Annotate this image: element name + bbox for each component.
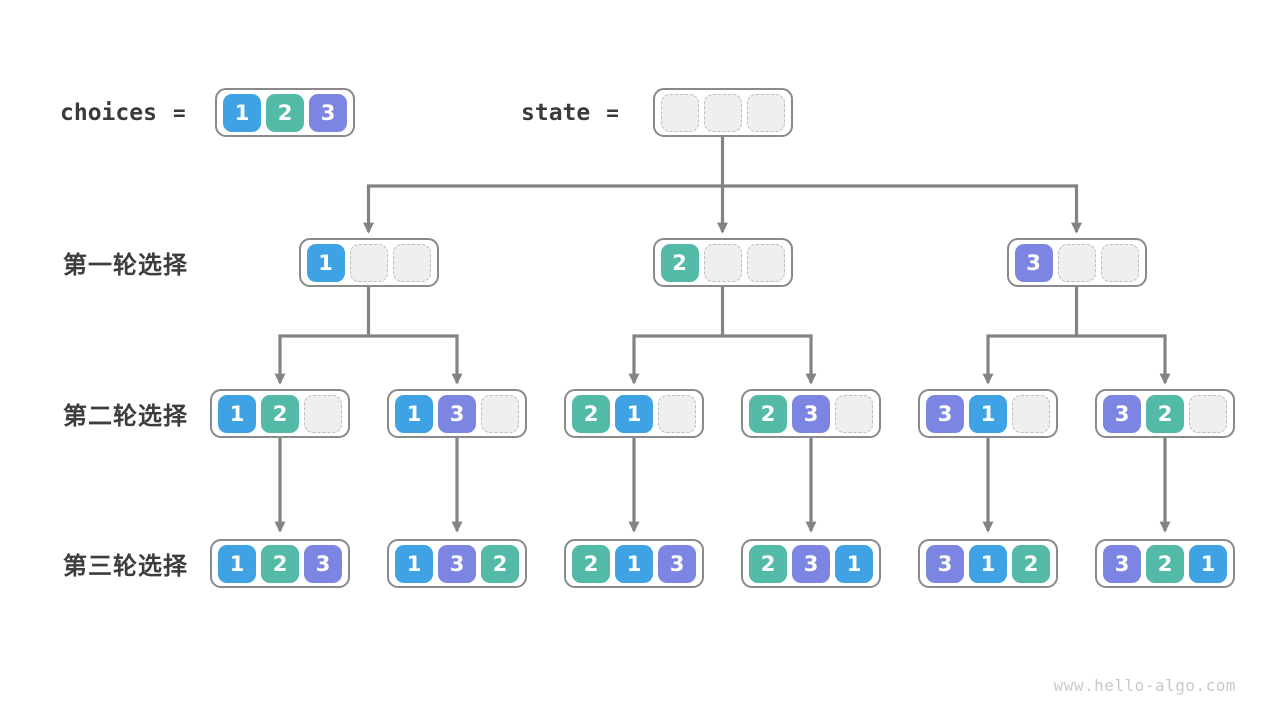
tile-3: 3 <box>309 93 347 132</box>
tile-3: 3 <box>792 394 830 433</box>
tile-2: 2 <box>261 394 299 433</box>
empty-slot <box>703 93 742 132</box>
tile-1: 1 <box>395 544 433 583</box>
tile-2: 2 <box>660 243 699 282</box>
tile-3: 3 <box>1103 544 1141 583</box>
tile-2: 2 <box>572 544 610 583</box>
tile-3: 3 <box>304 544 342 583</box>
state-box-round1-1: 1 <box>298 238 439 287</box>
empty-slot <box>658 394 696 433</box>
tile-3: 3 <box>926 394 964 433</box>
state-box-round1-3: 3 <box>1006 238 1147 287</box>
empty-slot <box>660 93 699 132</box>
tile-3: 3 <box>1103 394 1141 433</box>
tile-2: 2 <box>1146 394 1184 433</box>
tile-3: 3 <box>658 544 696 583</box>
tile-2: 2 <box>749 544 787 583</box>
tile-1: 1 <box>218 394 256 433</box>
equals-sign: = <box>172 100 186 125</box>
empty-slot <box>835 394 873 433</box>
choices-label-group: choices = <box>60 88 186 137</box>
empty-slot <box>304 394 342 433</box>
choices-label: choices <box>60 99 157 126</box>
tile-3: 3 <box>792 544 830 583</box>
tile-2: 2 <box>1012 544 1050 583</box>
empty-slot <box>481 394 519 433</box>
empty-slot <box>1100 243 1139 282</box>
state-label: state <box>521 99 591 126</box>
empty-slot <box>746 93 785 132</box>
tile-2: 2 <box>266 93 304 132</box>
empty-slot <box>746 243 785 282</box>
tile-3: 3 <box>438 544 476 583</box>
equals-sign: = <box>606 100 619 125</box>
tile-2: 2 <box>572 394 610 433</box>
tile-1: 1 <box>223 93 261 132</box>
state-label-group: state = <box>521 88 619 137</box>
tile-1: 1 <box>969 394 1007 433</box>
round-2-label: 第二轮选择 <box>63 403 188 430</box>
empty-slot <box>1012 394 1050 433</box>
tile-3: 3 <box>926 544 964 583</box>
tile-2: 2 <box>481 544 519 583</box>
empty-slot <box>1189 394 1227 433</box>
round-1-label: 第一轮选择 <box>63 252 188 279</box>
tile-1: 1 <box>306 243 345 282</box>
tile-3: 3 <box>438 394 476 433</box>
state-box-round1-2: 2 <box>652 238 793 287</box>
tile-1: 1 <box>615 544 653 583</box>
empty-slot <box>349 243 388 282</box>
tile-3: 3 <box>1014 243 1053 282</box>
tile-1: 1 <box>969 544 1007 583</box>
tile-1: 1 <box>1189 544 1227 583</box>
empty-slot <box>1057 243 1096 282</box>
tile-2: 2 <box>1146 544 1184 583</box>
empty-slot <box>392 243 431 282</box>
tile-1: 1 <box>615 394 653 433</box>
tile-1: 1 <box>835 544 873 583</box>
tile-1: 1 <box>395 394 433 433</box>
tile-1: 1 <box>218 544 256 583</box>
tile-2: 2 <box>749 394 787 433</box>
round-3-label: 第三轮选择 <box>63 553 188 580</box>
tile-2: 2 <box>261 544 299 583</box>
empty-slot <box>703 243 742 282</box>
state-array-box <box>652 88 793 137</box>
watermark: www.hello-algo.com <box>1053 676 1236 695</box>
